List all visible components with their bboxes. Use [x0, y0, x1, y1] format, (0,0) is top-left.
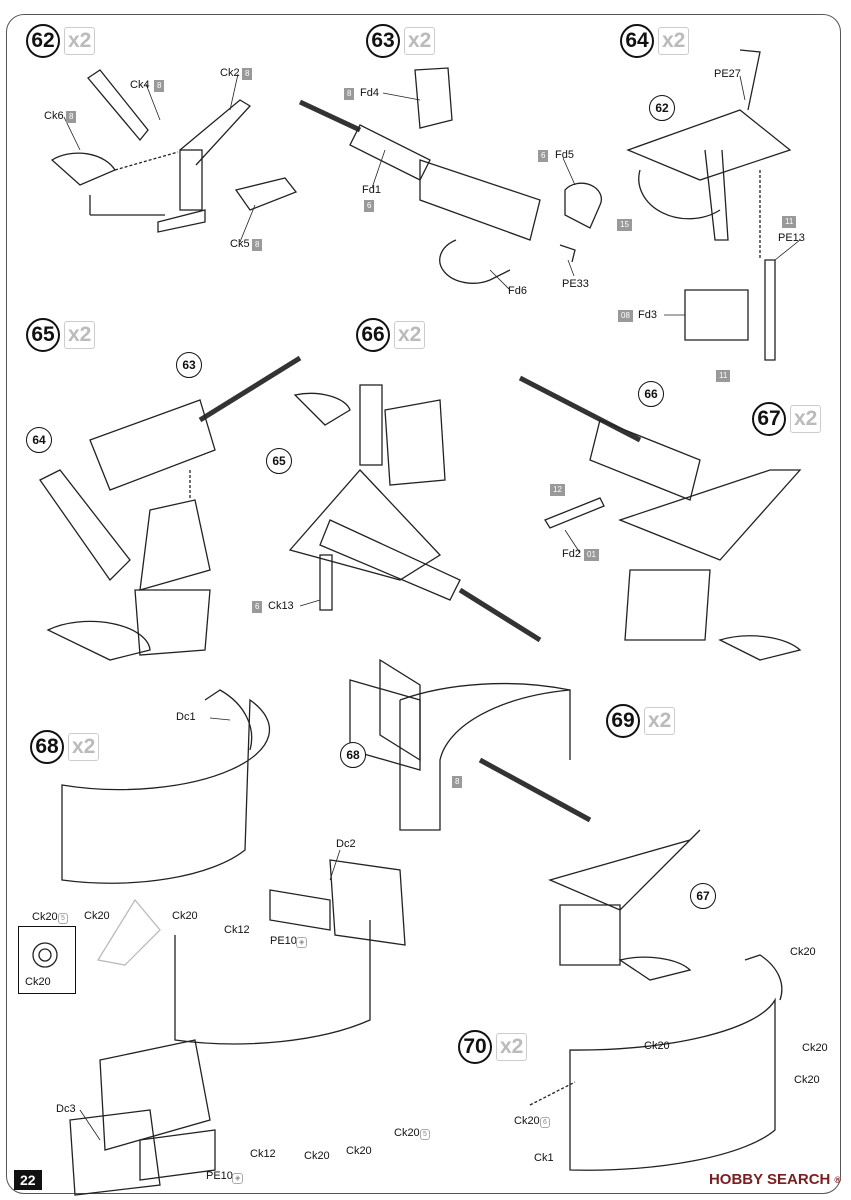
part-label-ck20: Ck20 — [172, 910, 198, 922]
sprue-tag: 01 — [584, 549, 599, 561]
step-62: 62 x2 — [26, 24, 96, 58]
part-label-pe10: PE10 — [206, 1170, 233, 1182]
step-65: 65 x2 — [26, 318, 96, 352]
part-label-ck20: Ck20 — [84, 910, 110, 922]
part-label-ck5: Ck5 — [230, 238, 250, 250]
step-number: 70 — [458, 1030, 492, 1064]
step-number: 69 — [606, 704, 640, 738]
sprue-tag: 11 — [716, 370, 731, 382]
sprue-tag: 8 — [452, 776, 463, 788]
sprue-tag: 6 — [252, 601, 263, 613]
part-label-pe10: PE10 — [270, 935, 297, 947]
part-label-fd2: Fd2 — [562, 548, 581, 560]
sprue-tag: 12 — [550, 484, 565, 496]
part-label-ck20: Ck20 — [802, 1042, 828, 1054]
sprue-tag: 15 — [617, 219, 632, 231]
step-number: 64 — [620, 24, 654, 58]
step-68: 68 x2 — [30, 730, 100, 764]
step-66: 66 x2 — [356, 318, 426, 352]
part-label-ck20: Ck20 — [304, 1150, 330, 1162]
part-label-ck13: Ck13 — [268, 600, 294, 612]
watermark-text: HOBBY SEARCH — [708, 1171, 831, 1188]
step-number: 62 — [26, 24, 60, 58]
sprue-tag: 8 — [344, 88, 355, 100]
part-label-ck20: Ck20 — [514, 1115, 540, 1127]
step-multiplier: x2 — [790, 405, 822, 433]
sprue-tag: 8 — [66, 111, 77, 123]
step-multiplier: x2 — [64, 27, 96, 55]
part-label-ck20: Ck20 — [794, 1074, 820, 1086]
quantity-tag: 5 — [420, 1129, 430, 1140]
part-label-dc1: Dc1 — [176, 711, 196, 723]
callout-step-65: 65 — [266, 448, 292, 474]
part-label-ck20: Ck20 — [32, 911, 58, 923]
part-label-fd3: Fd3 — [638, 309, 657, 321]
step-67: 67 x2 — [752, 402, 822, 436]
step-multiplier: x2 — [68, 733, 100, 761]
callout-step-67: 67 — [690, 883, 716, 909]
page-number: 22 — [14, 1170, 42, 1190]
step-multiplier: x2 — [64, 321, 96, 349]
photo-etch-mark: ◈ — [296, 937, 308, 948]
part-label-pe33: PE33 — [562, 278, 589, 290]
part-label-dc3: Dc3 — [56, 1103, 76, 1115]
part-label-pe27: PE27 — [714, 68, 741, 80]
quantity-tag: 6 — [540, 1117, 550, 1128]
part-label-ck4: Ck4 — [130, 79, 150, 91]
step-number: 67 — [752, 402, 786, 436]
step-number: 63 — [366, 24, 400, 58]
photo-etch-mark: ◈ — [232, 1173, 244, 1184]
sprue-tag: 08 — [618, 310, 633, 322]
step-multiplier: x2 — [644, 707, 676, 735]
step-number: 66 — [356, 318, 390, 352]
part-label-ck12: Ck12 — [250, 1148, 276, 1160]
part-label-ck20: Ck20 — [790, 946, 816, 958]
part-label-ck1: Ck1 — [534, 1152, 554, 1164]
part-label-ck2: Ck2 — [220, 67, 240, 79]
callout-step-66: 66 — [638, 381, 664, 407]
callout-step-62: 62 — [649, 95, 675, 121]
page-border — [6, 14, 841, 1194]
sprue-tag: 6 — [538, 150, 549, 162]
step-multiplier: x2 — [404, 27, 436, 55]
watermark-reg: ® — [834, 1174, 841, 1185]
sprue-tag: 8 — [242, 68, 253, 80]
callout-step-64: 64 — [26, 427, 52, 453]
sprue-tag: 8 — [252, 239, 263, 251]
step-multiplier: x2 — [496, 1033, 528, 1061]
part-label-fd4: Fd4 — [360, 87, 379, 99]
sprue-tag: 8 — [154, 80, 165, 92]
part-label-ck12: Ck12 — [224, 924, 250, 936]
step-multiplier: x2 — [394, 321, 426, 349]
step-64: 64 x2 — [620, 24, 690, 58]
step-63: 63 x2 — [366, 24, 436, 58]
part-label-ck20: Ck20 — [25, 976, 51, 988]
part-label-fd6: Fd6 — [508, 285, 527, 297]
callout-step-63: 63 — [176, 352, 202, 378]
step-number: 68 — [30, 730, 64, 764]
sprue-tag: 6 — [364, 200, 375, 212]
step-number: 65 — [26, 318, 60, 352]
part-label-ck6: Ck6 — [44, 110, 64, 122]
step-70: 70 x2 — [458, 1030, 528, 1064]
part-label-pe13: PE13 — [778, 232, 805, 244]
callout-step-68: 68 — [340, 742, 366, 768]
ck20-nut-inset: Ck20 — [18, 926, 76, 994]
part-label-ck20: Ck20 — [394, 1127, 420, 1139]
part-label-dc2: Dc2 — [336, 838, 356, 850]
step-69: 69 x2 — [606, 704, 676, 738]
quantity-tag: 5 — [58, 913, 68, 924]
part-label-ck20: Ck20 — [346, 1145, 372, 1157]
part-label-ck20: Ck20 — [644, 1040, 670, 1052]
sprue-tag: 11 — [782, 216, 797, 228]
step-multiplier: x2 — [658, 27, 690, 55]
part-label-fd5: Fd5 — [555, 149, 574, 161]
watermark: HOBBY SEARCH ® — [709, 1171, 841, 1188]
part-label-fd1: Fd1 — [362, 184, 381, 196]
